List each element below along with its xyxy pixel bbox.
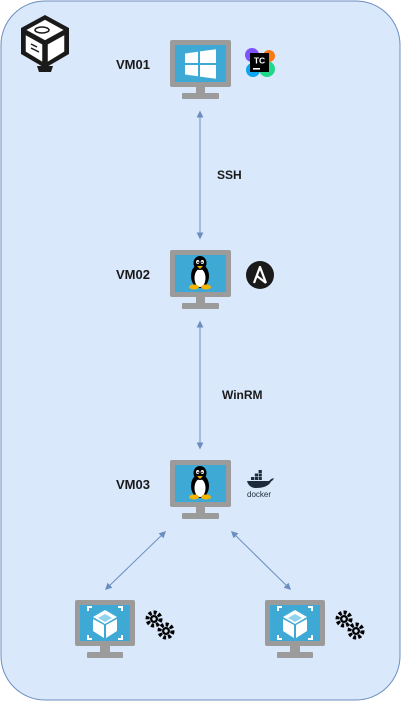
ansible-icon	[246, 261, 274, 289]
container-cube-icon	[277, 606, 313, 640]
docker-icon	[247, 470, 274, 488]
linux-tux-icon	[189, 466, 211, 500]
winrm-connection-label: WinRM	[222, 388, 263, 402]
gears-icon	[335, 610, 365, 640]
windows-icon	[185, 49, 216, 79]
docker-logo-text: docker	[247, 490, 272, 499]
virtualbox-logo-icon	[21, 15, 69, 72]
connector-vm03-container-right	[231, 531, 291, 590]
ssh-connection-label: SSH	[217, 168, 242, 182]
linux-tux-icon	[189, 256, 211, 290]
gears-icon	[145, 610, 175, 640]
vm02-label: VM02	[116, 267, 150, 282]
teamcity-logo-text: TC	[254, 56, 265, 66]
vm01-label: VM01	[116, 57, 150, 72]
vm03-label: VM03	[116, 477, 150, 492]
teamcity-icon: TC	[245, 48, 275, 77]
connector-vm03-container-left	[104, 531, 167, 590]
container-cube-icon	[87, 606, 123, 640]
